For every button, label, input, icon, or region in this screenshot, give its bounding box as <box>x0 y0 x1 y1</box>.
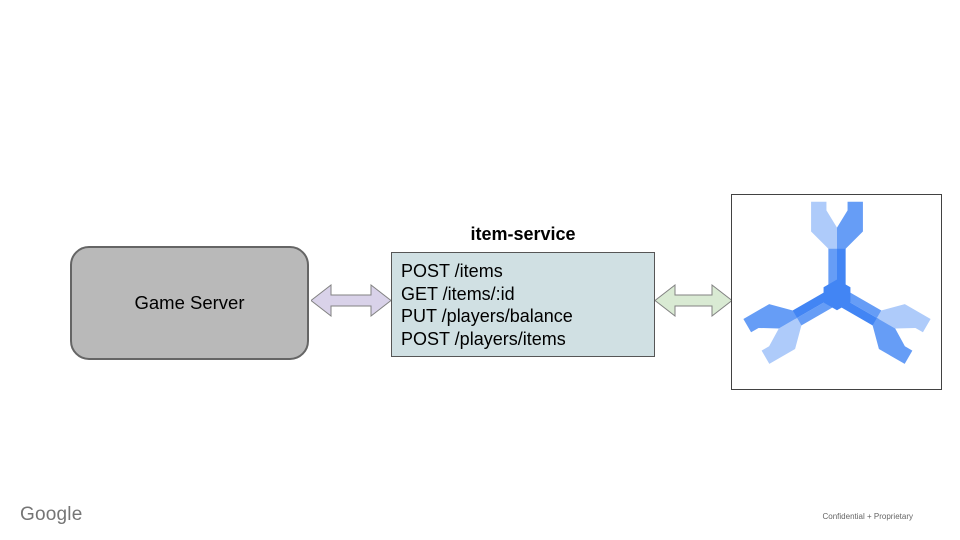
double-arrow-icon <box>311 284 391 317</box>
endpoint-line: PUT /players/balance <box>401 306 573 326</box>
endpoint-line: POST /items <box>401 261 503 281</box>
google-logo: Google <box>20 504 83 525</box>
endpoint-line: GET /items/:id <box>401 283 515 304</box>
endpoint-line: POST /players/items <box>401 328 566 349</box>
memorystore-box <box>731 194 942 390</box>
game-server-label: Game Server <box>134 291 245 313</box>
memorystore-icon <box>742 201 931 364</box>
double-arrow-icon <box>655 284 732 317</box>
confidential-note: Confidential + Proprietary <box>822 512 914 521</box>
arrow-service-to-memorystore <box>655 284 732 317</box>
item-service-title: item-service <box>470 224 576 244</box>
arrow-game-to-service <box>311 284 391 317</box>
item-service-box: POST /items GET /items/:id PUT /players/… <box>391 252 655 357</box>
game-server-box: Game Server <box>70 246 309 360</box>
